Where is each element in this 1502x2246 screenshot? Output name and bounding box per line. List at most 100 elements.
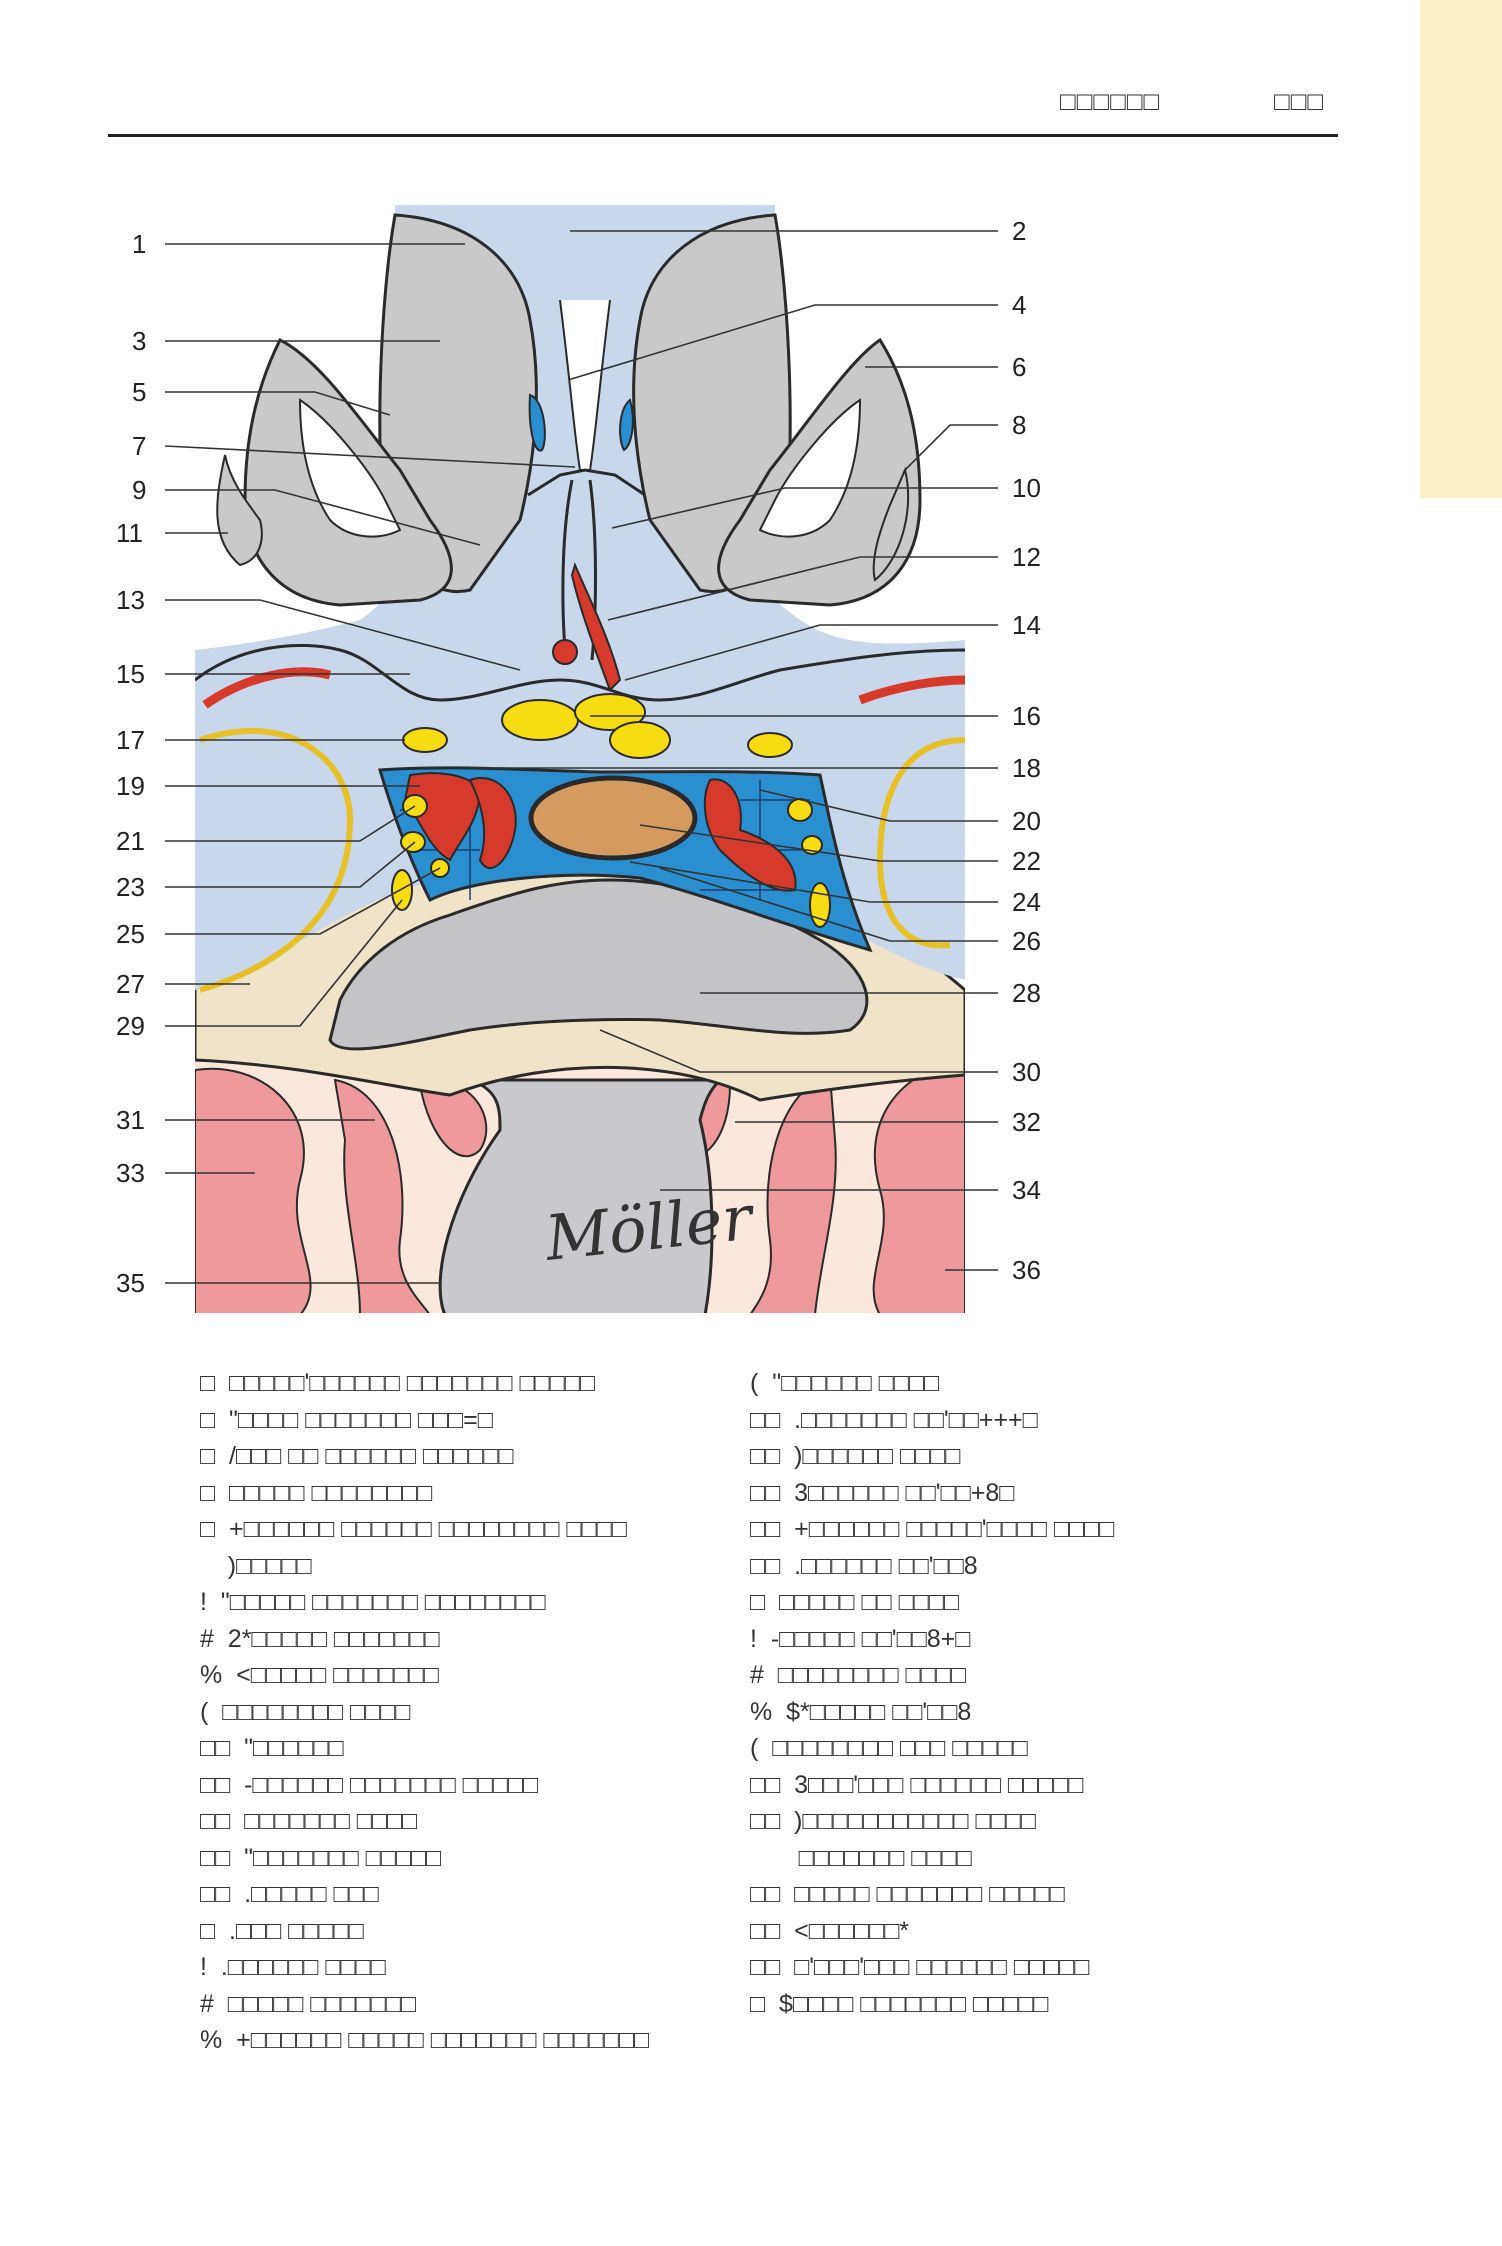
label-19: 19 [116,771,145,801]
label-18: 18 [1012,753,1041,783]
label-9: 9 [132,475,146,505]
legend-entry: □ □□□□□ □□□□□□□□ [200,1478,433,1507]
label-12: 12 [1012,542,1041,572]
label-5: 5 [132,377,146,407]
legend-entry: ! .□□□□□□ □□□□ [200,1953,386,1981]
label-11: 11 [116,518,143,548]
right-white-matter [758,398,862,538]
label-6: 6 [1012,352,1026,382]
dura-upper-border [195,643,965,702]
optic-chiasm-7 [527,468,646,497]
legend-entry: □ $□□□□ □□□□□□□ □□□□□ [750,1989,1049,2018]
left-sylvian-artery [202,667,332,709]
legend-entry: □□□□□□□ □□□□ [750,1843,972,1872]
right-sylvian-artery [858,675,965,705]
label-15: 15 [116,659,145,689]
leader-lines [164,230,998,1284]
left-white-matter-5 [298,398,402,538]
left-vein-small [528,393,546,452]
left-temporal-dura [199,728,354,993]
legend-entry: □□ □□□□□□□ □□□□ [200,1807,418,1835]
legend-entry: ( "□□□□□□ □□□□ [750,1369,940,1397]
legend-entry: □□ "□□□□□□□ □□□□□ [200,1843,442,1872]
right-vein-small [619,398,634,452]
label-17: 17 [116,725,145,755]
legend-entry: □□ <□□□□□□* [750,1916,910,1945]
legend-entry: □□ 3□□□□□□ □□'□□+8□ [750,1478,1015,1507]
label-1: 1 [132,229,146,259]
legend-entry: □ □□□□□ □□ □□□□ [750,1588,959,1616]
nerve-right-17 [747,732,793,758]
left-carotid-loop [468,777,517,870]
label-21: 21 [116,826,145,856]
label-20: 20 [1012,806,1041,836]
label-4: 4 [1012,290,1026,320]
legend-entry: □ □□□□□'□□□□□□ □□□□□□□ □□□□□ [200,1369,595,1397]
label-22: 22 [1012,846,1041,876]
label-34: 34 [1012,1175,1041,1205]
legend-entry: □□ "□□□□□□ [200,1734,344,1762]
right-muscle-32 [750,1073,837,1313]
page-number: □□□ [1274,86,1325,116]
legend-entry: □□ .□□□□□□ □□'□□8 [750,1551,978,1580]
legend-entry: ! -□□□□□ □□'□□8+□ [750,1624,971,1653]
legend-entry: # 2*□□□□□ □□□□□□□ [200,1624,440,1653]
legend-entry: □ +□□□□□□ □□□□□□ □□□□□□□□ □□□□ [200,1515,627,1543]
header-rule [108,134,1338,137]
label-14: 14 [1012,610,1041,640]
label-29: 29 [116,1011,145,1041]
legend-entry: □ "□□□□ □□□□□□□ □□□=□ [200,1405,493,1434]
label-24: 24 [1012,887,1041,917]
label-33: 33 [116,1158,145,1188]
legend-entry: )□□□□□ [200,1551,312,1580]
label-31: 31 [116,1105,145,1135]
anatomical-section-figure: Möller [116,205,1041,1313]
artery-13 [552,639,578,665]
nerve-16-center [574,693,646,731]
left-muscle-33 [195,1067,312,1313]
legend-entry: □□ □□□□□ □□□□□□□ □□□□□ [750,1880,1065,1908]
nerve-27 [391,869,413,911]
right-gyrus-10 [632,213,792,593]
label-23: 23 [116,872,145,902]
legend-entry: □□ +□□□□□□ □□□□□'□□□□ □□□□ [750,1515,1115,1543]
nerve-23 [400,831,426,853]
label-7: 7 [132,431,146,461]
right-temporal-dura [876,737,965,949]
legend-entry: # □□□□□□□□ □□□□ [750,1661,966,1689]
legend-entry: # □□□□□ □□□□□□□ [200,1989,416,2018]
left-gyrus-3 [378,213,538,593]
left-muscle-31 [333,1078,430,1313]
legend-entry: ( □□□□□□□□ □□□ □□□□□ [750,1734,1028,1762]
legend-entry: % $*□□□□□ □□'□□8 [750,1697,972,1726]
legend-entry: □ .□□□ □□□□□ [200,1916,364,1945]
label-16: 16 [1012,701,1041,731]
legend-entry: □□ -□□□□□□ □□□□□□□ □□□□□ [200,1770,539,1799]
label-13: 13 [116,585,145,615]
chapter-side-tab [1420,0,1502,498]
legend-entry: □ /□□□ □□ □□□□□□ □□□□□□ [200,1442,514,1470]
legend-entry: □□ )□□□□□□ □□□□ [750,1442,961,1470]
legend-entry: □□ .□□□□□ □□□ [200,1880,379,1908]
right-temporal-pole-8 [872,466,910,582]
label-2: 2 [1012,216,1026,246]
left-temporal-pole-11 [216,454,263,567]
label-36: 36 [1012,1255,1041,1285]
left-labels: 1 3 5 7 9 11 13 15 17 19 21 23 25 27 29 … [116,229,146,1298]
nerve-17 [402,727,448,753]
label-28: 28 [1012,978,1041,1008]
legend-entry: ( □□□□□□□□ □□□□ [200,1697,411,1726]
label-10: 10 [1012,473,1041,503]
label-26: 26 [1012,926,1041,956]
legend-right-column: ( "□□□□□□ □□□□ □□ .□□□□□□□ □□'□□+++□ □□ )□… [750,1365,1114,2022]
nasopharynx-34 [438,1078,724,1313]
label-35: 35 [116,1268,145,1298]
nerve-16-left [501,699,579,741]
legend-entry: ! "□□□□□ □□□□□□□ □□□□□□□□ [200,1588,546,1616]
nerve-16-right [609,721,671,759]
legend-entry: □□ .□□□□□□□ □□'□□+++□ [750,1405,1038,1434]
pituitary-gland-22 [528,775,698,861]
legend-left-column: □ □□□□□'□□□□□□ □□□□□□□ □□□□□ □ "□□□□ □□□□… [200,1365,649,2059]
label-25: 25 [116,919,145,949]
legend-entry: □□ )□□□□□□□□□□□ □□□□ [750,1807,1036,1835]
